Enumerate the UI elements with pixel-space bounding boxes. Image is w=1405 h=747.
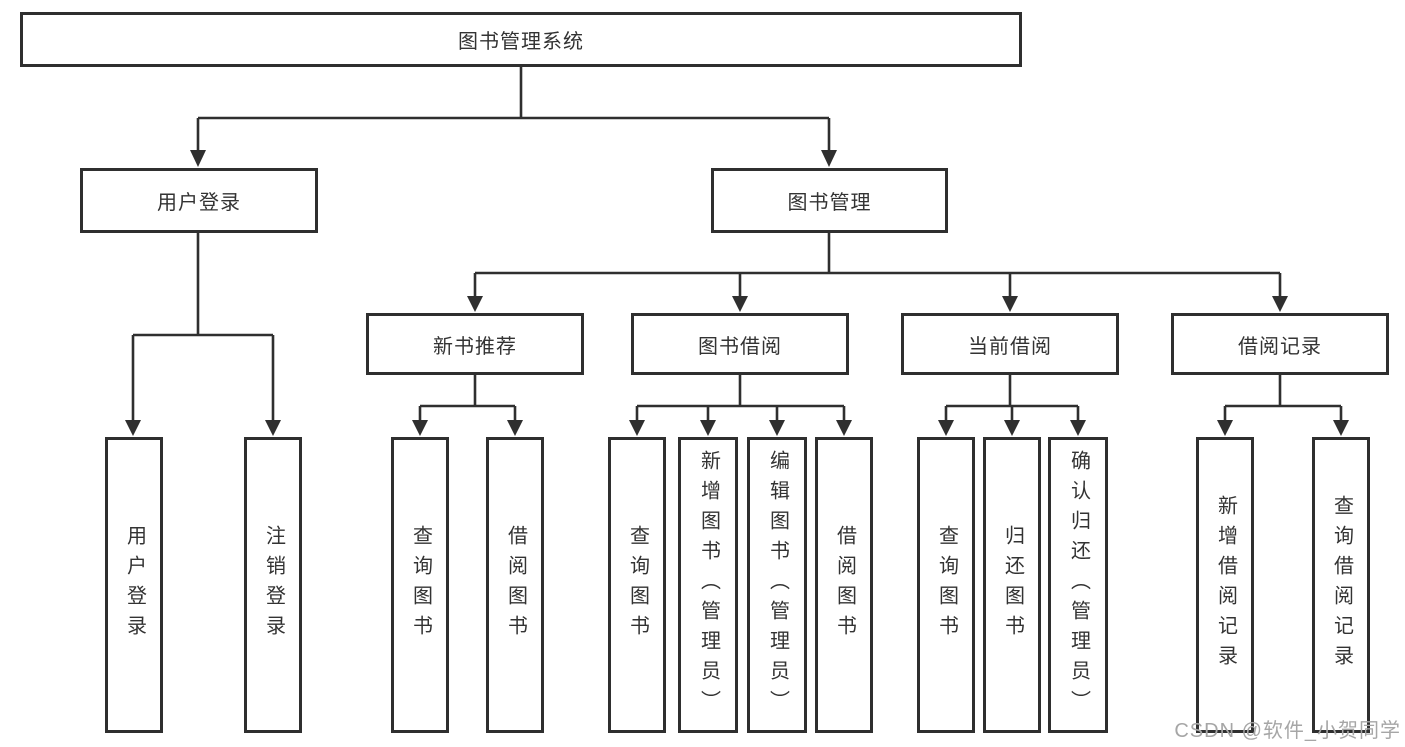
leaf-query-borrow-record: 查询借阅记录: [1312, 437, 1370, 733]
leaf-add-book-admin: 新增图书（管理员）: [678, 437, 738, 733]
leaf-user-login: 用户登录: [105, 437, 163, 733]
csdn-watermark: CSDN @软件_小贺同学: [1174, 720, 1401, 742]
leaf-label: 确认归还（管理员）: [1067, 450, 1090, 720]
leaf-logout-login: 注销登录: [244, 437, 302, 733]
node-library-management-system: 图书管理系统: [20, 12, 1022, 67]
leaf-query-books-current: 查询图书: [917, 437, 975, 733]
leaf-label: 借阅图书: [504, 525, 527, 645]
leaf-label: 编辑图书（管理员）: [766, 450, 789, 720]
node-label: 图书借阅: [698, 335, 782, 358]
leaf-borrow-books-2: 借阅图书: [815, 437, 873, 733]
leaf-label: 新增图书（管理员）: [697, 450, 720, 720]
leaf-label: 查询图书: [626, 525, 649, 645]
node-label: 图书管理系统: [458, 31, 584, 53]
leaf-label: 查询图书: [935, 525, 958, 645]
node-label: 用户登录: [157, 192, 241, 214]
leaf-label: 归还图书: [1001, 525, 1024, 645]
leaf-query-books-recommend: 查询图书: [391, 437, 449, 733]
leaf-label: 查询图书: [409, 525, 432, 645]
node-label: 新书推荐: [433, 335, 517, 358]
leaf-borrow-books-recommend: 借阅图书: [486, 437, 544, 733]
node-current-borrowing: 当前借阅: [901, 313, 1119, 375]
node-book-management: 图书管理: [711, 168, 948, 233]
node-new-book-recommendation: 新书推荐: [366, 313, 584, 375]
leaf-return-books: 归还图书: [983, 437, 1041, 733]
leaf-label: 查询借阅记录: [1330, 495, 1353, 675]
leaf-edit-book-admin: 编辑图书（管理员）: [747, 437, 807, 733]
node-label: 图书管理: [787, 192, 872, 214]
node-borrowing-records: 借阅记录: [1171, 313, 1389, 375]
leaf-label: 用户登录: [123, 525, 146, 645]
leaf-label: 注销登录: [262, 525, 285, 645]
leaf-confirm-return-admin: 确认归还（管理员）: [1048, 437, 1108, 733]
leaf-query-books-borrow: 查询图书: [608, 437, 666, 733]
leaf-add-borrow-record: 新增借阅记录: [1196, 437, 1254, 733]
node-label: 借阅记录: [1238, 335, 1322, 358]
leaf-label: 借阅图书: [833, 525, 856, 645]
node-book-borrowing: 图书借阅: [631, 313, 849, 375]
leaf-label: 新增借阅记录: [1214, 495, 1237, 675]
node-user-login: 用户登录: [80, 168, 318, 233]
node-label: 当前借阅: [968, 335, 1052, 358]
